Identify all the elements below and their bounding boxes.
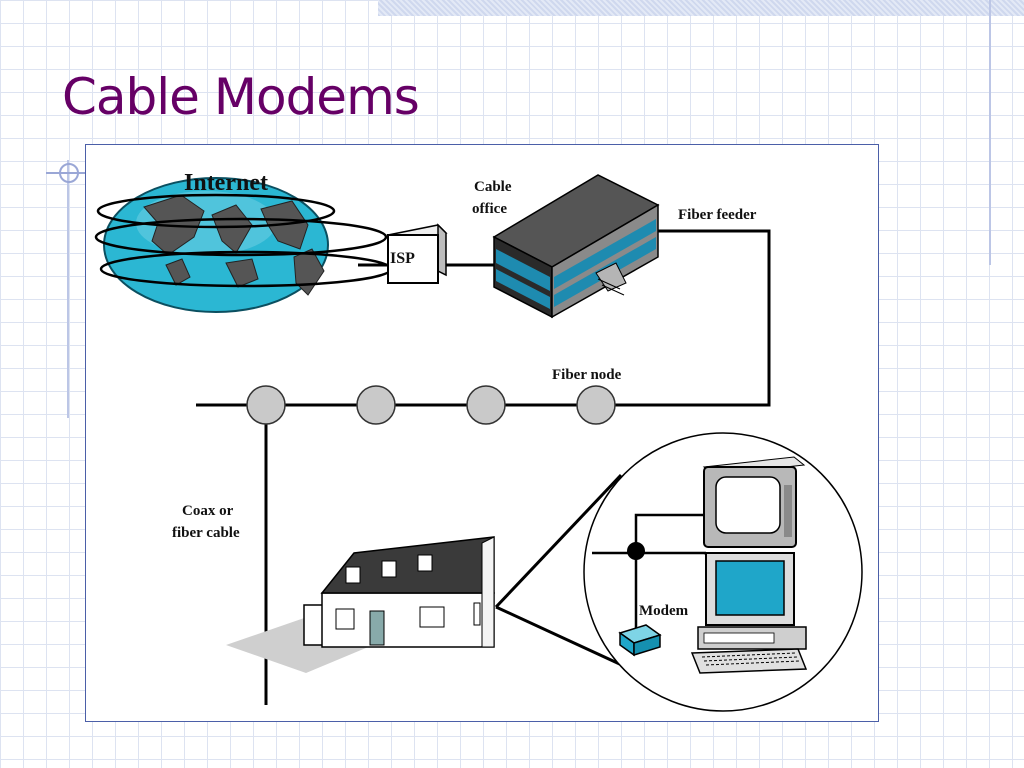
modem-label: Modem [639,603,689,619]
splitter-junction [627,542,645,560]
top-decorative-band [378,0,1024,16]
fiber-node-label: Fiber node [552,367,622,383]
house-icon [226,536,495,673]
slide-title: Cable Modems [62,68,420,126]
isp-label: ISP [390,250,415,267]
bullet-crosshair-icon [46,163,86,183]
modem-icon [618,624,662,657]
coax-label-line1: Coax or [182,503,234,519]
fiber-nodes [246,385,616,425]
fiber-feeder-label: Fiber feeder [678,207,757,223]
isp-box [386,223,448,284]
home-wiring [592,513,708,635]
internet-label: Internet [184,170,268,196]
fiber-node-3 [466,385,506,425]
cable-office-building [492,174,660,319]
left-decorative-rule [67,160,69,418]
cable-office-label-line2: office [472,201,507,217]
computer-icon [690,552,808,674]
coax-label-line2: fiber cable [172,525,240,541]
cable-office-label-line1: Cable [474,179,512,195]
fiber-node-2 [356,385,396,425]
globe-icon [94,177,393,313]
tv-icon [702,456,806,548]
fiber-node-1 [246,385,286,425]
fiber-node-4 [576,385,616,425]
cable-modem-diagram: Internet ISP Cable office Fiber feeder F… [85,144,879,722]
diagram-canvas [94,174,863,712]
right-decorative-rule [989,0,991,265]
